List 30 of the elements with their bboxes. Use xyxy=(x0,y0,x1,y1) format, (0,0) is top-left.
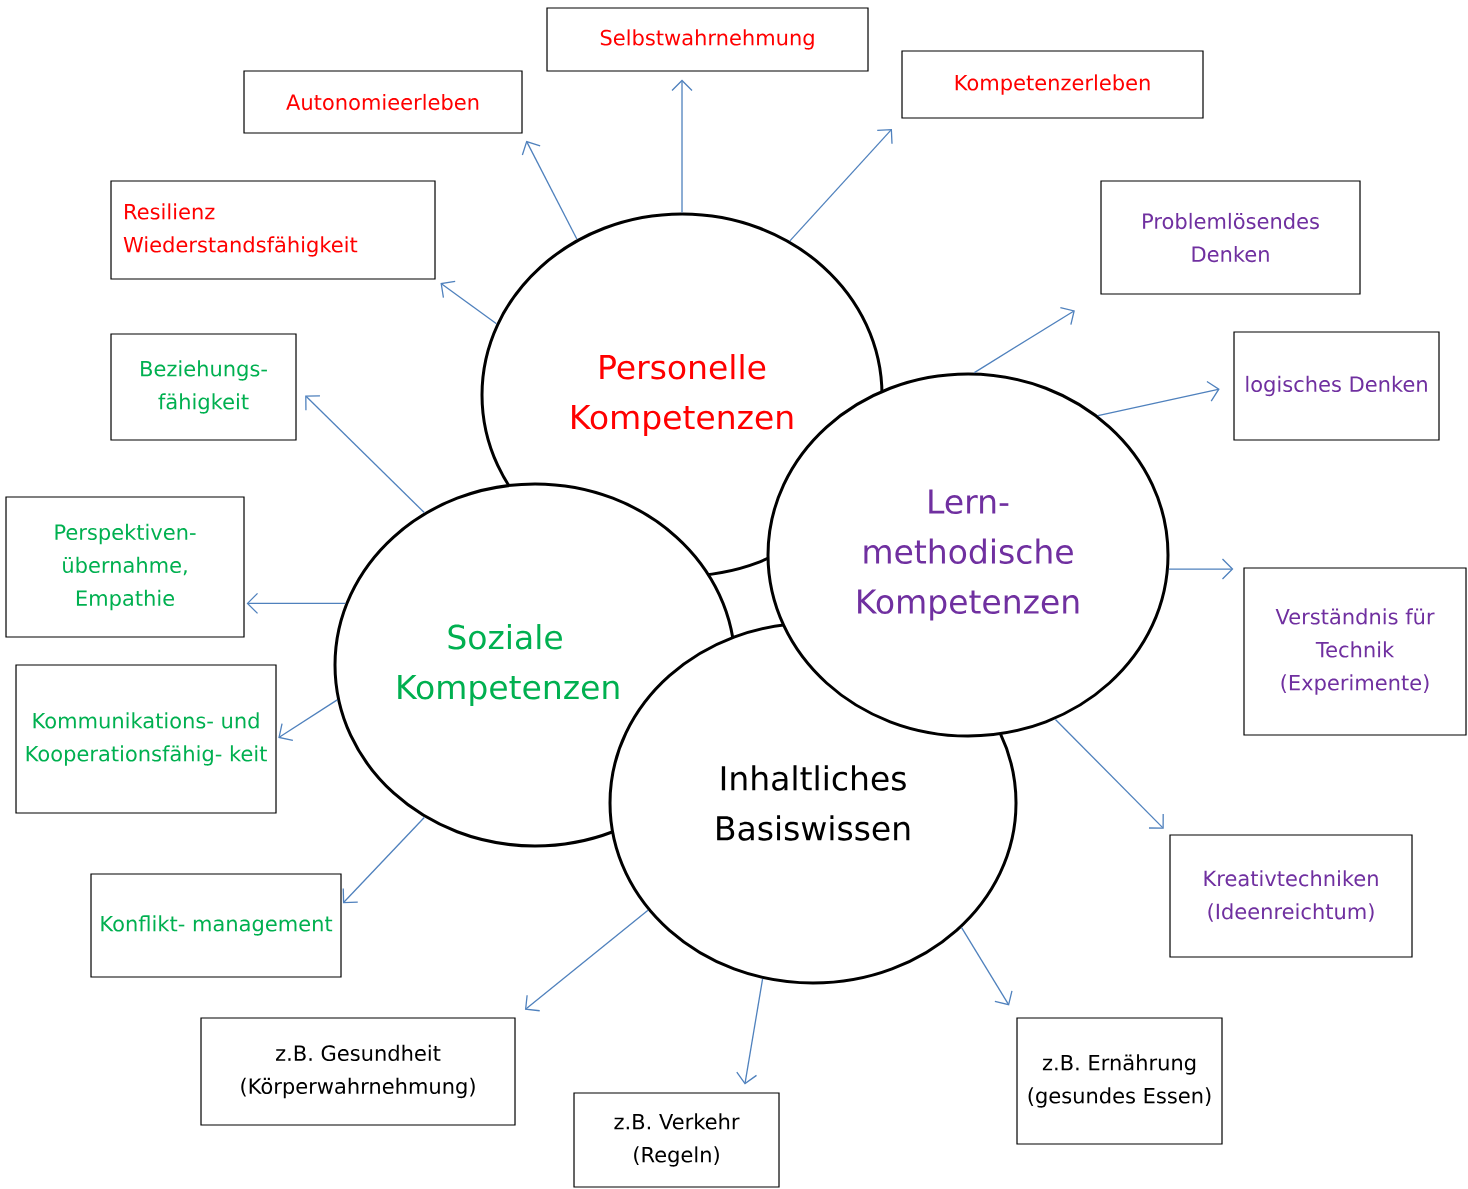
arrow xyxy=(524,909,649,1012)
arrow xyxy=(521,140,578,240)
arrow xyxy=(1097,380,1220,417)
skill-box: Verständnis für Technik (Experimente) xyxy=(1243,567,1467,736)
arrow xyxy=(671,79,693,214)
arrow xyxy=(342,816,425,904)
skill-box: z.B. Ernährung (gesundes Essen) xyxy=(1016,1017,1223,1145)
skill-box: Resilienz Wiederstandsfähigkeit xyxy=(110,180,436,280)
skill-box: Autonomieerleben xyxy=(243,70,523,134)
skill-box: z.B. Verkehr (Regeln) xyxy=(573,1092,780,1188)
skill-box: Kreativtechniken (Ideenreichtum) xyxy=(1169,834,1413,958)
skill-box: z.B. Gesundheit (Körperwahrnehmung) xyxy=(200,1017,516,1126)
arrow xyxy=(736,978,764,1085)
skill-box: Problemlösendes Denken xyxy=(1100,180,1361,295)
skill-box: Perspektiven- übernahme, Empathie xyxy=(5,496,245,638)
skill-box: Konflikt- management xyxy=(90,873,342,978)
arrow xyxy=(246,592,346,615)
skill-box: Selbstwahrnehmung xyxy=(546,7,869,72)
arrow xyxy=(789,128,893,242)
skill-box: logisches Denken xyxy=(1233,331,1440,441)
arrow xyxy=(440,280,498,325)
arrow xyxy=(1054,718,1164,829)
arrow xyxy=(960,927,1013,1006)
arrow xyxy=(305,395,425,514)
skill-box: Kompetenzerleben xyxy=(901,50,1204,119)
skill-box: Kommunikations- und Kooperationsfähig- keit xyxy=(15,664,277,814)
arrow xyxy=(1168,558,1234,580)
skill-box: Beziehungs- fähigkeit xyxy=(110,333,297,441)
arrow xyxy=(973,307,1075,374)
arrow xyxy=(278,699,338,742)
